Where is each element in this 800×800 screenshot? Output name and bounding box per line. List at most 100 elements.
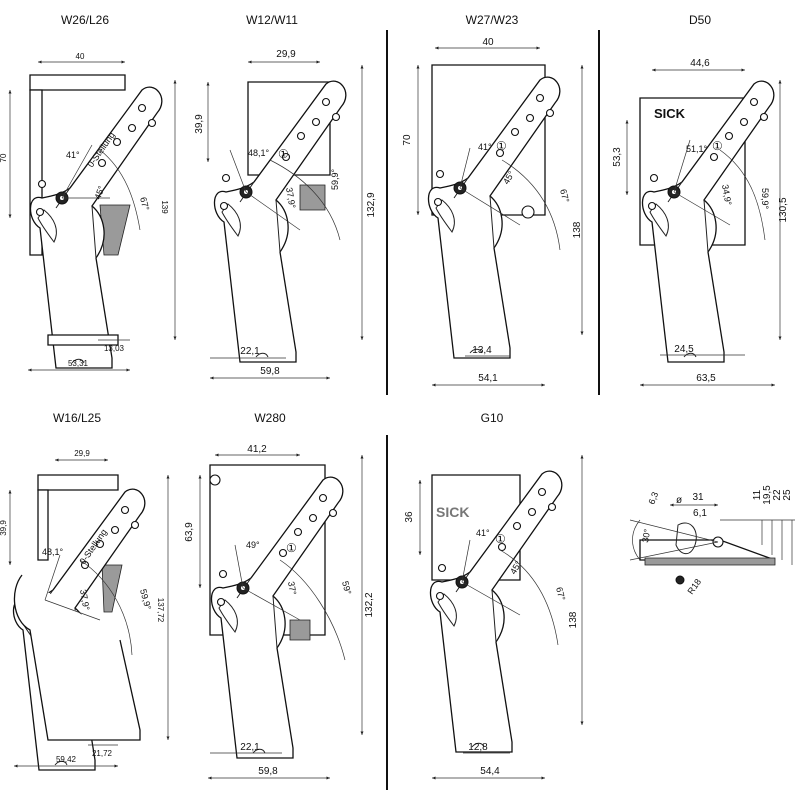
dim-length: 31 bbox=[692, 492, 704, 503]
angle-lines bbox=[461, 539, 559, 646]
variant-w27-w23: W27/W23 ① 40 70 138 13,4 54,1 41° 45° 67… bbox=[402, 13, 584, 387]
variant-title: W26/L26 bbox=[61, 13, 109, 27]
angle-label: 59,9° bbox=[138, 588, 153, 611]
angle-label: 37,9° bbox=[78, 589, 92, 612]
angle-label: 34,9° bbox=[720, 184, 734, 207]
dim-total-height: 130,5 bbox=[778, 197, 789, 222]
dim-total-height: 139 bbox=[160, 200, 169, 214]
dim-depth: 54,4 bbox=[480, 766, 500, 777]
switch-housing-top bbox=[29, 74, 126, 91]
angle-label: 45° bbox=[92, 184, 106, 201]
dim-depth: 54,1 bbox=[478, 373, 498, 384]
dim-height: 11 bbox=[752, 489, 763, 500]
dim-total-height: 132,2 bbox=[364, 592, 375, 617]
angle-label: 30° bbox=[640, 528, 652, 544]
angle-label: 37,9° bbox=[284, 187, 298, 210]
angle-label: 49° bbox=[246, 540, 260, 550]
angle-label: 41° bbox=[66, 150, 80, 160]
dim-height: 25 bbox=[782, 489, 793, 501]
angle-label: 59,9° bbox=[760, 188, 770, 210]
actuator-block bbox=[101, 564, 123, 613]
connector-block bbox=[299, 184, 326, 211]
marker-circle: ① bbox=[278, 147, 289, 161]
detail-base bbox=[644, 557, 776, 566]
dim-height: 19,5 bbox=[762, 485, 773, 505]
dim-width: 44,6 bbox=[690, 58, 710, 69]
arm-foot bbox=[47, 334, 119, 346]
angle-lines bbox=[234, 544, 346, 661]
variant-w26-l26: W26/L26 40 70 139 13,03 53,31 41° 45° 67… bbox=[0, 13, 177, 372]
dim-foot: 13,4 bbox=[472, 345, 492, 356]
dim-height: 53,3 bbox=[612, 147, 623, 167]
angle-lines bbox=[459, 147, 561, 251]
dim-hole: 6,1 bbox=[693, 508, 707, 519]
angle-label: 48,1° bbox=[42, 547, 64, 557]
dim-width: 29,9 bbox=[74, 449, 90, 458]
angle-label: 67° bbox=[138, 196, 151, 212]
dim-depth: 59,8 bbox=[260, 366, 280, 377]
arm-lower bbox=[13, 574, 141, 741]
variant-title: W12/W11 bbox=[246, 13, 298, 27]
connector-block bbox=[289, 619, 311, 641]
dim-depth: 59,42 bbox=[56, 755, 77, 764]
variant-title: W27/W23 bbox=[466, 13, 519, 27]
mount-hole bbox=[209, 474, 221, 486]
marker-circle: ① bbox=[495, 532, 506, 546]
dim-foot: 22,1 bbox=[240, 742, 260, 753]
variant-w16-l25: W16/L25 29,9 39,9 137,72 21,72 59,42 48,… bbox=[0, 411, 170, 771]
marker-circle: ① bbox=[496, 139, 507, 153]
dim-depth: 63,5 bbox=[696, 373, 716, 384]
marker-circle: ① bbox=[712, 139, 723, 153]
angle-label: 41° bbox=[478, 142, 492, 152]
angle-label: 59,9° bbox=[330, 168, 340, 190]
dim-height: 39,9 bbox=[194, 114, 205, 134]
switch-housing-side bbox=[37, 489, 49, 561]
dim-foot: 12,8 bbox=[468, 742, 488, 753]
angle-lines bbox=[44, 554, 133, 656]
variant-w280: W280 ① 41,2 63,9 132,2 22,1 59,8 49° 37°… bbox=[184, 411, 375, 780]
brand-label: SICK bbox=[654, 106, 686, 121]
marker-circle: ① bbox=[286, 541, 297, 555]
angle-label: 67° bbox=[558, 188, 571, 204]
dim-depth: 59,8 bbox=[258, 766, 278, 777]
detail-plate bbox=[639, 539, 776, 561]
detail-view: 30° 31 ø 6,1 6,3 R18 11 19,5 22 25 bbox=[629, 485, 795, 596]
dim-total-height: 138 bbox=[568, 611, 579, 628]
dim-foot: 22,1 bbox=[240, 346, 260, 357]
angle-label: 48,1° bbox=[248, 148, 270, 158]
dim-height: 63,9 bbox=[184, 522, 195, 542]
variant-title: W16/L25 bbox=[53, 411, 101, 425]
dim-total-height: 132,9 bbox=[366, 192, 377, 217]
diameter-symbol: ø bbox=[676, 495, 682, 506]
detail-roller bbox=[675, 575, 685, 585]
dim-height: 70 bbox=[0, 153, 8, 162]
dim-total-height: 137,72 bbox=[156, 598, 165, 623]
variant-title: G10 bbox=[481, 411, 504, 425]
dim-width: 40 bbox=[482, 37, 494, 48]
variant-title: D50 bbox=[689, 13, 711, 27]
dim-height: 22 bbox=[772, 489, 783, 501]
variant-d50: D50 SICK ① 44,6 53,3 130,5 24,5 63,5 51,… bbox=[612, 13, 789, 387]
dim-total-height: 138 bbox=[572, 221, 583, 238]
dim-radius: R18 bbox=[685, 577, 703, 596]
dim-height: 70 bbox=[402, 134, 413, 146]
detail-angle-lines bbox=[629, 519, 719, 561]
variant-title: W280 bbox=[254, 411, 286, 425]
hinge-arm bbox=[29, 86, 163, 369]
dim-foot: 24,5 bbox=[674, 344, 694, 355]
dim-foot: 21,72 bbox=[92, 749, 113, 758]
angle-label: 37° bbox=[286, 581, 298, 597]
dim-height: 36 bbox=[404, 511, 415, 523]
dim-height: 39,9 bbox=[0, 520, 8, 536]
angle-label: 59° bbox=[340, 580, 353, 596]
switch-housing-top bbox=[37, 474, 119, 491]
angle-lines bbox=[229, 149, 341, 241]
angle-label: 41° bbox=[476, 528, 490, 538]
dim-foot: 13,03 bbox=[104, 344, 125, 353]
dim-depth: 53,31 bbox=[68, 359, 89, 368]
angle-label: 51,1° bbox=[686, 144, 708, 154]
dim-width: 29,9 bbox=[276, 49, 296, 60]
switch-housing bbox=[431, 64, 546, 216]
mount-hole bbox=[521, 205, 535, 219]
